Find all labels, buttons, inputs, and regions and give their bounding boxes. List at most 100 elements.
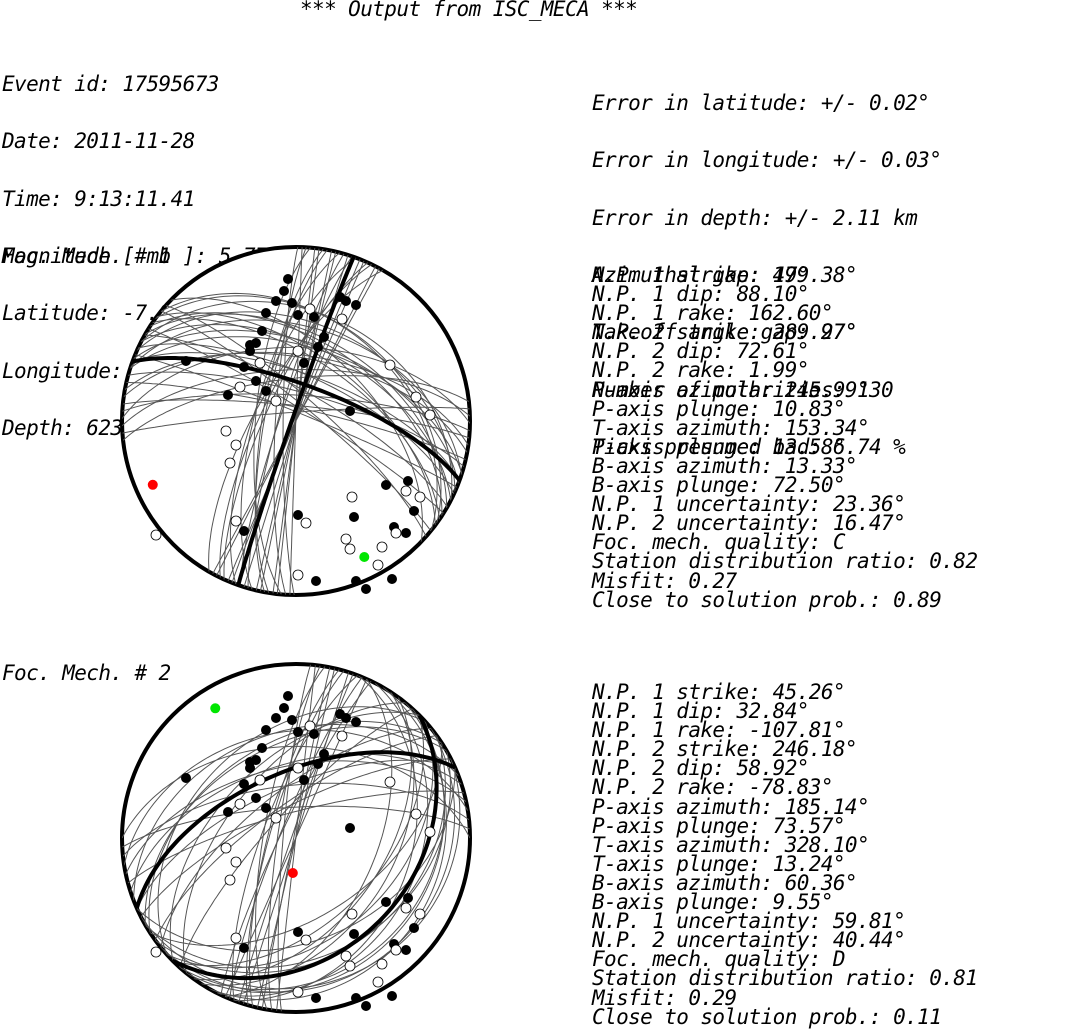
mech2-param-line: P-axis azimuth: 185.14° — [592, 794, 870, 819]
uncertainty-plane — [255, 248, 324, 594]
error-longitude: Error in longitude: +/- 0.03° — [592, 148, 942, 173]
compression-polarity — [222, 389, 233, 400]
uncertainty-plane — [145, 313, 448, 509]
uncertainty-plane — [261, 667, 331, 1009]
picks-presumed-bad: Picks presumed bad: 6.74 % — [592, 434, 906, 459]
dilatation-polarity — [150, 529, 162, 541]
dilatation-polarity — [220, 842, 232, 854]
uncertainty-plane — [124, 352, 468, 453]
compression-polarity — [260, 385, 271, 396]
compression-polarity — [180, 773, 191, 784]
compression-polarity — [292, 927, 303, 938]
mech2-param-line: N.P. 1 uncertainty: 59.81° — [592, 909, 906, 934]
mech2-param-line: Foc. mech. quality: D — [592, 947, 846, 972]
compression-polarity — [400, 945, 411, 956]
uncertainty-plane — [123, 729, 469, 866]
uncertainty-plane — [136, 767, 456, 952]
dilatation-polarity — [372, 976, 384, 988]
uncertainty-plane — [219, 263, 372, 578]
uncertainty-plane — [154, 735, 437, 941]
compression-polarity — [286, 715, 297, 726]
compression-polarity — [402, 893, 413, 904]
t-axis-marker — [359, 552, 370, 563]
mech2-param-line: Close to solution prob.: 0.11 — [592, 1004, 942, 1029]
compression-polarity — [348, 512, 359, 523]
dilatation-polarity — [234, 381, 246, 393]
mech1-param-line: N.P. 1 dip: 88.10° — [592, 282, 809, 307]
dilatation-polarity — [410, 391, 422, 403]
compression-polarity — [340, 713, 351, 724]
nodal-plane — [134, 750, 457, 909]
uncertainty-plane — [273, 247, 307, 595]
dilatation-polarity — [304, 720, 316, 732]
dilatation-polarity — [224, 874, 236, 886]
error-info: Error in latitude: +/- 0.02° Error in lo… — [592, 56, 942, 476]
dilatation-polarity — [254, 774, 266, 786]
mech1-label: Foc. Mech. # 1 — [2, 244, 171, 268]
compression-polarity — [282, 273, 293, 284]
uncertainty-plane — [122, 393, 470, 432]
compression-polarity — [278, 285, 289, 296]
dilatation-polarity — [224, 457, 236, 469]
compression-polarity — [298, 775, 309, 786]
compression-polarity — [350, 576, 361, 587]
event-id: Event id: 17595673 — [2, 72, 219, 97]
compression-polarity — [238, 943, 249, 954]
compression-polarity — [308, 729, 319, 740]
mech2-beachball — [120, 662, 472, 1014]
mech2-param-line: T-axis plunge: 13.24° — [592, 851, 846, 876]
mech2-param-line: P-axis plunge: 73.57° — [592, 813, 846, 838]
dilatation-polarity — [230, 856, 242, 868]
uncertainty-plane — [220, 680, 372, 996]
uncertainty-plane — [132, 352, 460, 481]
mech1-param-line: P-axis plunge: 10.83° — [592, 396, 846, 421]
dilatation-polarity — [336, 730, 348, 742]
compression-polarity — [312, 341, 323, 352]
uncertainty-plane — [277, 664, 312, 1012]
mech1-param-line: N.P. 1 rake: 162.60° — [592, 301, 833, 326]
mech2-parameters: N.P. 1 strike: 45.26°N.P. 1 dip: 32.84°N… — [592, 681, 978, 1029]
compression-polarity — [360, 584, 371, 595]
dilatation-polarity — [304, 303, 316, 315]
mech2-param-line: N.P. 2 dip: 58.92° — [592, 756, 809, 781]
dilatation-polarity — [390, 944, 402, 956]
mech2-param-line: Station distribution ratio: 0.81 — [592, 966, 978, 991]
uncertainty-plane — [122, 782, 470, 857]
uncertainty-plane — [208, 269, 384, 572]
event-date: Date: 2011-11-28 — [2, 129, 195, 154]
compression-polarity — [402, 475, 413, 486]
compression-polarity — [318, 749, 329, 760]
mech1-param-line: B-axis azimuth: 13.33° — [592, 453, 858, 478]
compression-polarity — [244, 339, 255, 350]
compression-polarity — [278, 703, 289, 714]
compression-polarity — [380, 897, 391, 908]
dilatation-polarity — [300, 517, 312, 529]
compression-polarity — [400, 528, 411, 539]
mech2-param-line: T-axis azimuth: 328.10° — [592, 832, 870, 857]
uncertainty-plane — [149, 743, 443, 947]
compression-polarity — [292, 309, 303, 320]
compression-polarity — [298, 357, 309, 368]
compression-polarity — [350, 993, 361, 1004]
uncertainty-plane — [245, 670, 345, 1006]
uncertainty-plane — [249, 669, 340, 1007]
dilatation-polarity — [220, 425, 232, 437]
mech2-param-line: N.P. 1 rake: -107.81° — [592, 718, 846, 743]
uncertainty-plane — [136, 759, 456, 910]
dilatation-polarity — [376, 541, 388, 553]
dilatation-polarity — [340, 950, 352, 962]
mech1-param-line: Close to solution prob.: 0.89 — [592, 587, 942, 612]
uncertainty-plane — [154, 295, 442, 524]
compression-polarity — [256, 743, 267, 754]
compression-polarity — [270, 295, 281, 306]
mech1-param-line: N.P. 2 uncertainty: 16.47° — [592, 511, 906, 536]
uncertainty-plane — [154, 735, 446, 974]
t-axis-marker — [210, 703, 221, 714]
mech1-param-line: B-axis plunge: 72.50° — [592, 473, 846, 498]
compression-polarity — [350, 717, 361, 728]
dilatation-polarity — [292, 569, 304, 581]
uncertainty-plane — [255, 251, 337, 591]
compression-polarity — [386, 991, 397, 1002]
dilatation-polarity — [300, 934, 312, 946]
dilatation-polarity — [344, 543, 356, 555]
